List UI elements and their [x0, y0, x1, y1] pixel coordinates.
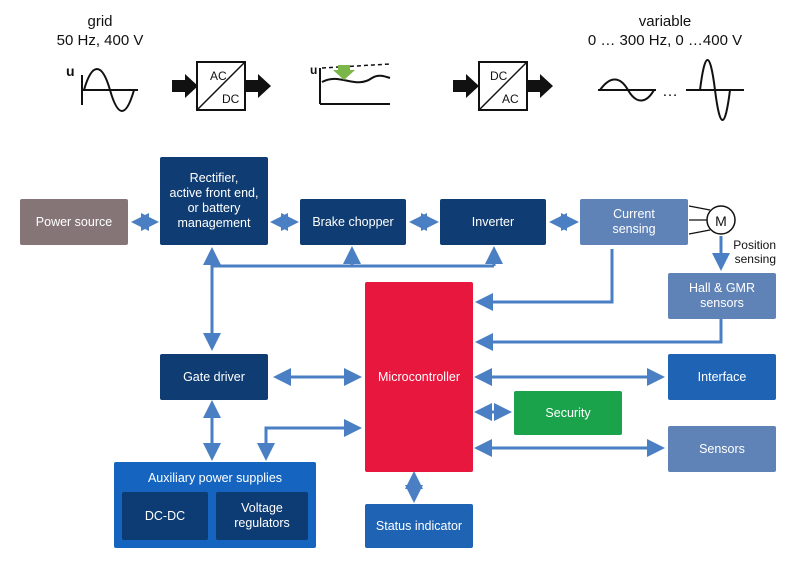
rectifier-block: Rectifier, active front end, or battery … [160, 157, 268, 245]
motor-label: M [715, 213, 727, 229]
arrow-in-acdc-icon [172, 74, 198, 98]
acdc-top-text: AC [210, 69, 227, 83]
power-source-block: Power source [20, 199, 128, 245]
position-sensing-label: Position sensing [733, 238, 776, 266]
status-indicator-block: Status indicator [365, 504, 473, 548]
connector-lines [131, 213, 730, 503]
inverter-block: Inverter [440, 199, 546, 245]
motor-icon [688, 205, 736, 235]
waveform-ellipsis: … [662, 83, 678, 100]
microcontroller-block: Microcontroller [365, 282, 473, 472]
grid-u-label: u [66, 63, 75, 79]
variable-label: variable 0 … 300 Hz, 0 …400 V [587, 13, 743, 49]
arrow-in-dcac-icon [453, 74, 479, 98]
grid-label: grid 50 Hz, 400 V [56, 13, 144, 49]
current-sensing-block: Current sensing [580, 199, 688, 245]
dcac-bottom-text: AC [502, 92, 519, 106]
hall-gmr-sensors-block: Hall & GMR sensors [668, 273, 776, 319]
auxiliary-power-supplies-label: Auxiliary power supplies [147, 471, 283, 485]
acdc-converter-icon [196, 61, 246, 111]
brake-chopper-block: Brake chopper [300, 199, 406, 245]
security-block: Security [514, 391, 622, 435]
arrow-out-dcac-icon [527, 74, 553, 98]
voltage-regulators-block: Voltage regulators [216, 492, 308, 540]
grid-sine-icon [81, 68, 138, 112]
dcac-top-text: DC [490, 69, 508, 83]
dclink-u-label: u [310, 63, 317, 77]
dc-dc-block: DC-DC [122, 492, 208, 540]
arrow-out-acdc-icon [245, 74, 271, 98]
variable-sine-icon [598, 59, 744, 121]
interface-block: Interface [668, 354, 776, 400]
dcac-converter-icon [478, 61, 528, 111]
dc-link-icon [319, 63, 391, 105]
acdc-bottom-text: DC [222, 92, 240, 106]
sensors-block: Sensors [668, 426, 776, 472]
gate-driver-block: Gate driver [160, 354, 268, 400]
